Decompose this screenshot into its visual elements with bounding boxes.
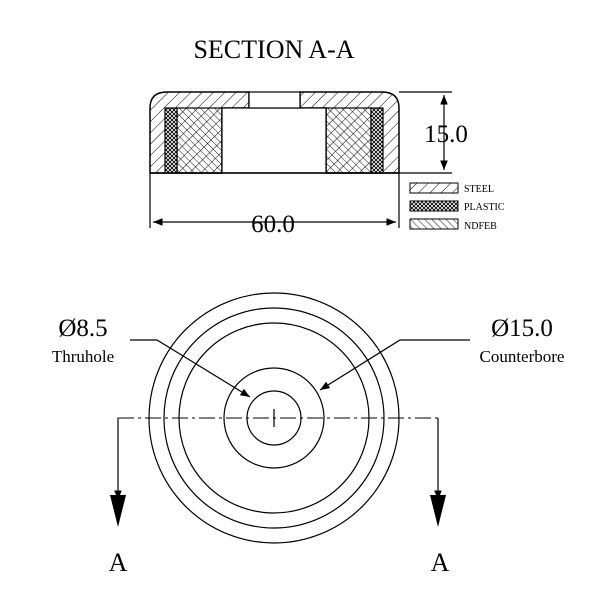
counterbore-circle [223,367,325,469]
center-bore [221,107,327,174]
section-arrow-right [430,495,446,527]
height-label: 15.0 [424,121,468,148]
section-view: SECTION A-A 15.0 60.0 [149,35,468,238]
height-dimension: 15.0 [399,91,468,174]
material-legend: STEEL PLASTIC NDFEB [409,182,505,232]
legend-label-plastic: PLASTIC [464,202,505,213]
section-title: SECTION A-A [193,35,354,64]
thruhole-opening [248,91,301,109]
magnet-left [176,107,223,174]
plan-view: A A Ø8.5 Thruhole Ø15.0 Counterbore [52,292,565,577]
width-dimension: 60.0 [149,173,400,238]
legend-item-steel: STEEL [409,182,494,195]
section-mark-left: A [109,548,128,577]
legend-item-ndfeb: NDFEB [409,218,497,232]
magnet-right [325,107,372,174]
legend-item-plastic: PLASTIC [409,200,505,213]
counterbore-callout: Ø15.0 Counterbore [319,315,565,391]
plastic-right [370,107,384,174]
section-mark-right: A [431,548,450,577]
plastic-left [164,107,178,174]
section-arrow-left [110,495,126,527]
width-label: 60.0 [251,211,295,238]
thruhole-diameter: Ø8.5 [58,315,107,342]
counterbore-diameter: Ø15.0 [491,315,553,342]
legend-label-ndfeb: NDFEB [464,221,497,232]
legend-label-steel: STEEL [464,184,494,195]
counterbore-name: Counterbore [480,347,565,366]
thruhole-callout: Ø8.5 Thruhole [52,315,251,398]
thruhole-name: Thruhole [52,347,114,366]
